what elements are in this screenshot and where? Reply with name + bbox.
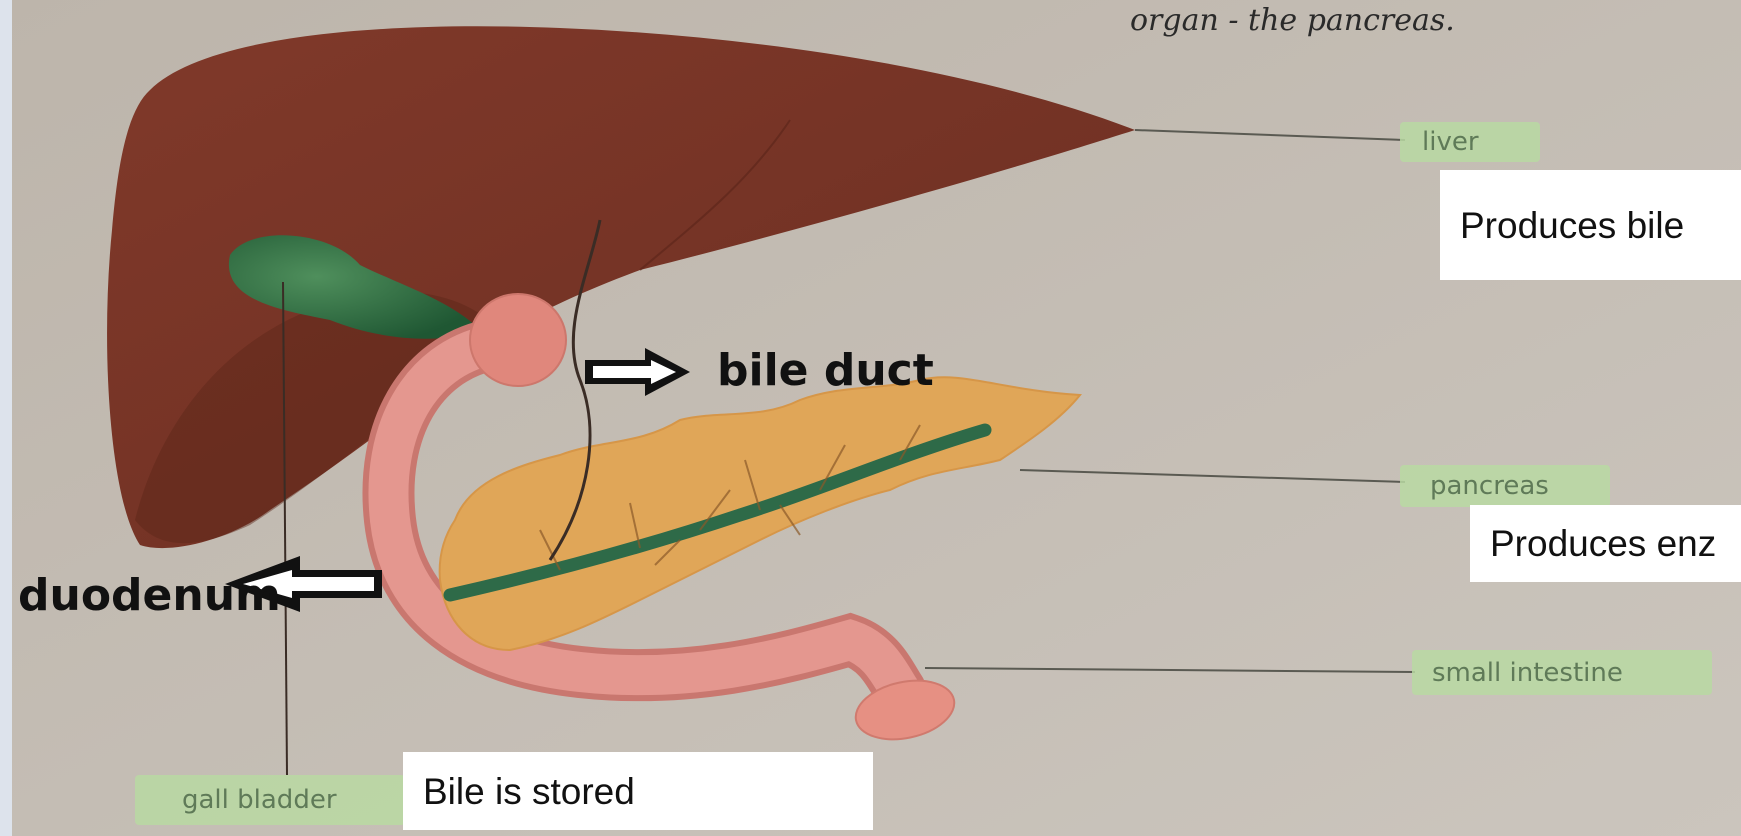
- bile-duct-label: bile duct: [717, 345, 934, 396]
- left-frame-strip: [0, 0, 12, 836]
- note-produces-enzymes: Produces enz: [1470, 505, 1741, 582]
- small-intestine-tag-label: small intestine: [1432, 658, 1623, 688]
- duodenum-label: duodenum: [18, 570, 281, 621]
- gall-bladder-tag-label: gall bladder: [182, 785, 337, 815]
- liver-tag-label: liver: [1422, 127, 1479, 157]
- note-bile-is-stored: Bile is stored: [403, 752, 873, 830]
- header-fragment: organ - the pancreas.: [1130, 3, 1455, 38]
- duodenum-bulb: [470, 294, 566, 386]
- note-produces-bile: Produces bile: [1440, 170, 1741, 280]
- pancreas-tag-label: pancreas: [1430, 471, 1549, 501]
